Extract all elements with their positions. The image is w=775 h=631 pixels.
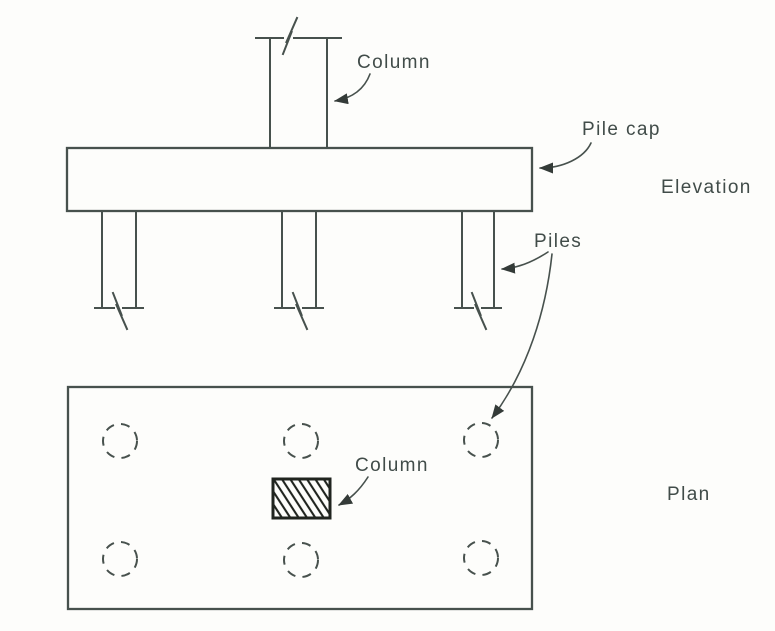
column-plan-label: Column xyxy=(355,455,429,476)
pile-circle xyxy=(283,423,319,459)
column-label: Column xyxy=(357,52,431,73)
pile-elevation xyxy=(94,210,144,331)
pile-cap-label: Pile cap xyxy=(582,119,661,140)
column-leader-arrow-icon xyxy=(334,73,371,105)
plan-view-title: Plan xyxy=(667,484,711,505)
pile-cap-elevation xyxy=(65,146,534,213)
piles-long-leader-arrow-icon xyxy=(491,253,553,419)
piles-leader-arrow-icon xyxy=(501,251,549,274)
break-symbol-icon xyxy=(470,291,488,331)
pile-circle xyxy=(463,540,499,576)
pile-circle xyxy=(463,422,499,458)
piles-label: Piles xyxy=(534,231,582,252)
break-symbol-icon xyxy=(291,291,309,331)
column-section-hatched xyxy=(271,477,332,520)
plan-view: Column Plan xyxy=(66,385,711,611)
pile-circle xyxy=(102,423,138,459)
pile-circle xyxy=(283,542,319,578)
pile-cap-plan-outline xyxy=(66,385,534,611)
column-plan-leader-arrow-icon xyxy=(338,476,369,506)
pile-cap-leader-arrow-icon xyxy=(539,142,592,174)
elevation-view: Column Pile cap Elevation Piles xyxy=(65,16,752,419)
break-symbol-icon xyxy=(281,16,299,56)
pile-elevation xyxy=(454,210,502,331)
elevation-view-title: Elevation xyxy=(661,177,752,198)
column-elevation xyxy=(255,16,342,149)
break-symbol-icon xyxy=(111,291,129,331)
pile-elevation xyxy=(274,210,324,331)
pile-circle xyxy=(102,541,138,577)
